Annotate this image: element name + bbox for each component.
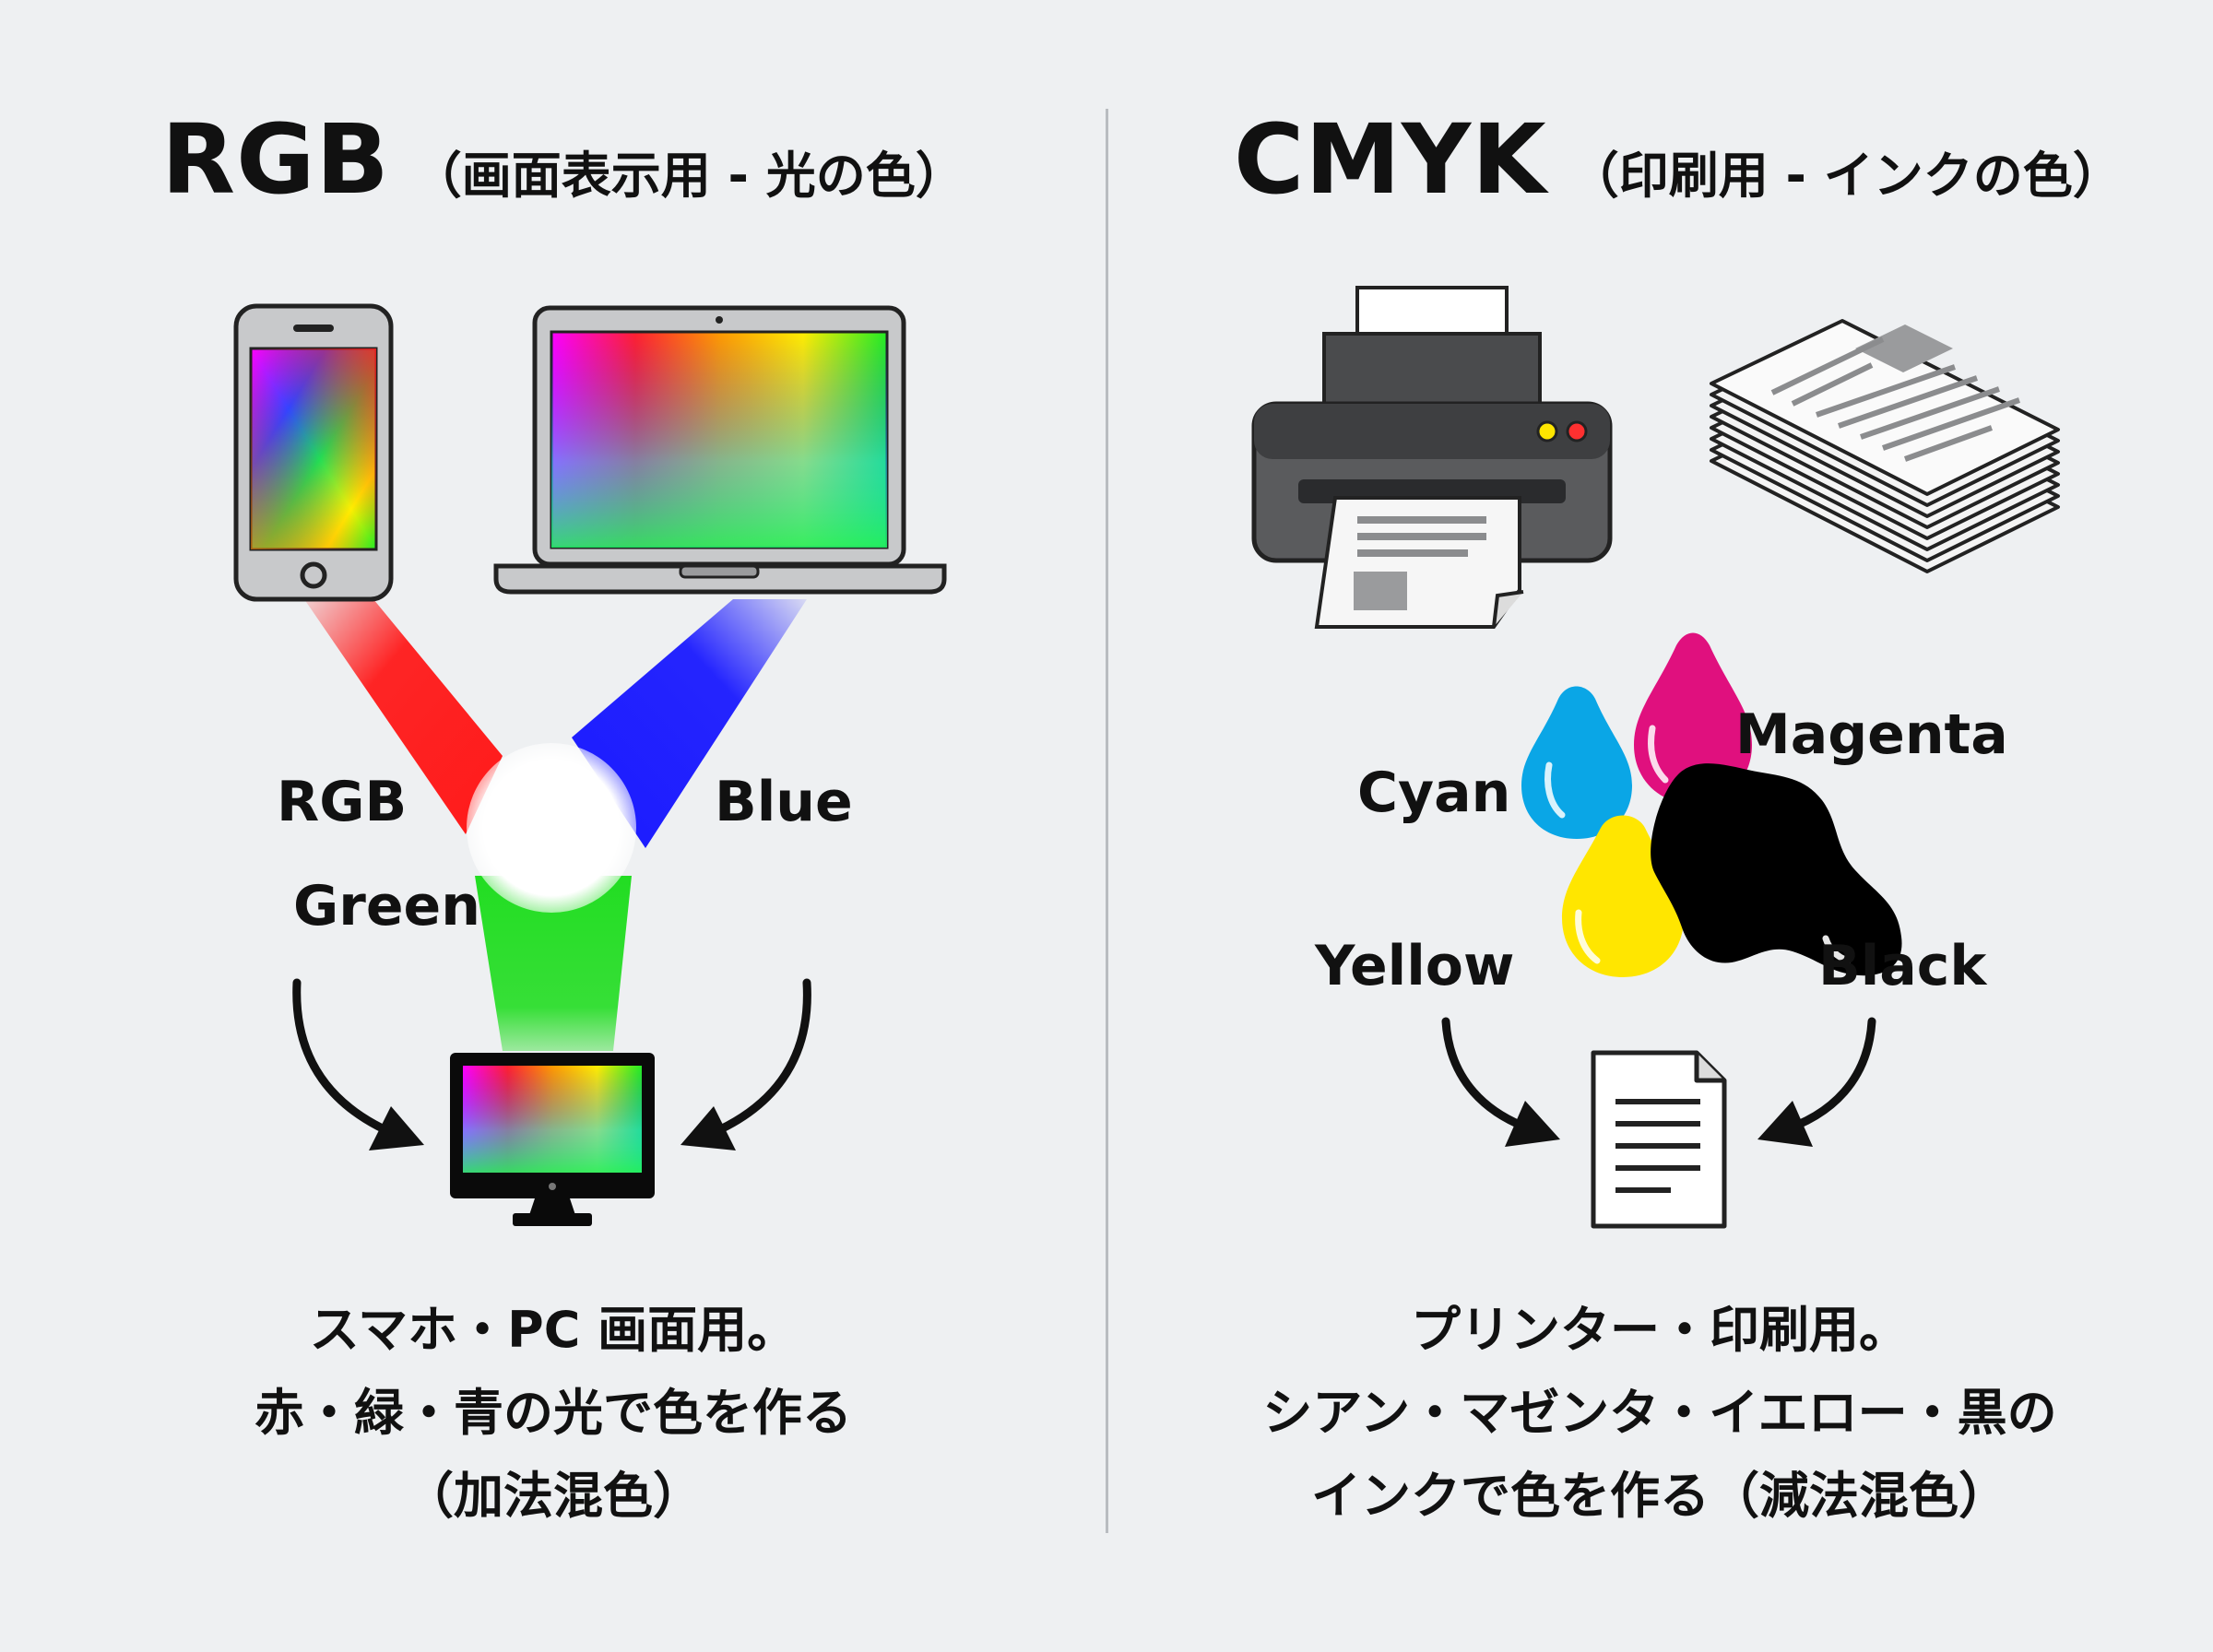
smartphone-icon [233,303,394,602]
ink-drop-icon [1651,763,1902,976]
printer-icon [1251,286,1613,629]
cmyk-caption-line: インクで色を作る（減法混色） [1311,1467,2008,1525]
paper-stack-icon [1710,319,2060,573]
cmyk-caption-line: プリンター・印刷用。 [1411,1301,1909,1359]
cmyk-heading: CMYK （印刷用 - インクの色） [1234,103,2123,216]
white-light-center [467,743,636,913]
cmyk-caption: プリンター・印刷用。 シアン・マゼンタ・イエロー・黒の インクで色を作る（減法混… [1106,1289,2213,1538]
cmyk-illustration [1251,286,2060,1229]
ink-drop-icon [1521,686,1632,839]
green-light-beam [475,876,632,1051]
rgb-heading: RGB （画面表示用 - 光の色） [161,103,965,216]
document-icon [1591,1050,1727,1229]
rgb-caption-line: （加法混色） [404,1467,703,1525]
cmyk-title: CMYK [1234,103,1547,216]
curved-arrow-icon [680,1106,736,1150]
rgb-title: RGB [161,103,390,216]
rgb-caption-line: 赤・緑・青の光で色を作る [254,1384,852,1442]
panel-divider [1106,109,1108,1533]
rgb-illustration [233,303,947,1226]
ink-drop-icon [1634,632,1752,804]
rgb-label-red: RGB [277,770,408,834]
rgb-subtitle: （画面表示用 - 光の色） [411,147,965,205]
rgb-panel: RGB （画面表示用 - 光の色） [0,0,1106,1652]
cmyk-subtitle: （印刷用 - インクの色） [1568,147,2123,205]
cmyk-caption-line: シアン・マゼンタ・イエロー・黒の [1262,1384,2057,1442]
cmyk-panel: CMYK （印刷用 - インクの色） [1106,0,2213,1652]
blue-light-beam [572,599,807,848]
curved-arrow-icon [694,978,811,1143]
rgb-label-blue: Blue [715,770,853,834]
rgb-caption-line: スマホ・PC 画面用。 [309,1301,798,1359]
rgb-caption: スマホ・PC 画面用。 赤・緑・青の光で色を作る （加法混色） [0,1289,1106,1538]
laptop-icon [493,305,947,595]
curved-arrow-icon [1505,1101,1560,1147]
curved-arrow-icon [1757,1101,1813,1147]
red-light-beam [304,599,503,834]
cmyk-label-yellow: Yellow [1315,934,1515,998]
cmyk-label-cyan: Cyan [1357,761,1511,825]
cmyk-label-black: Black [1818,934,1987,998]
cmyk-label-magenta: Magenta [1735,702,2008,767]
rgb-label-green: Green [293,874,480,938]
curved-arrow-icon [369,1106,424,1150]
curved-arrow-icon [292,978,410,1143]
monitor-icon [450,1053,655,1226]
